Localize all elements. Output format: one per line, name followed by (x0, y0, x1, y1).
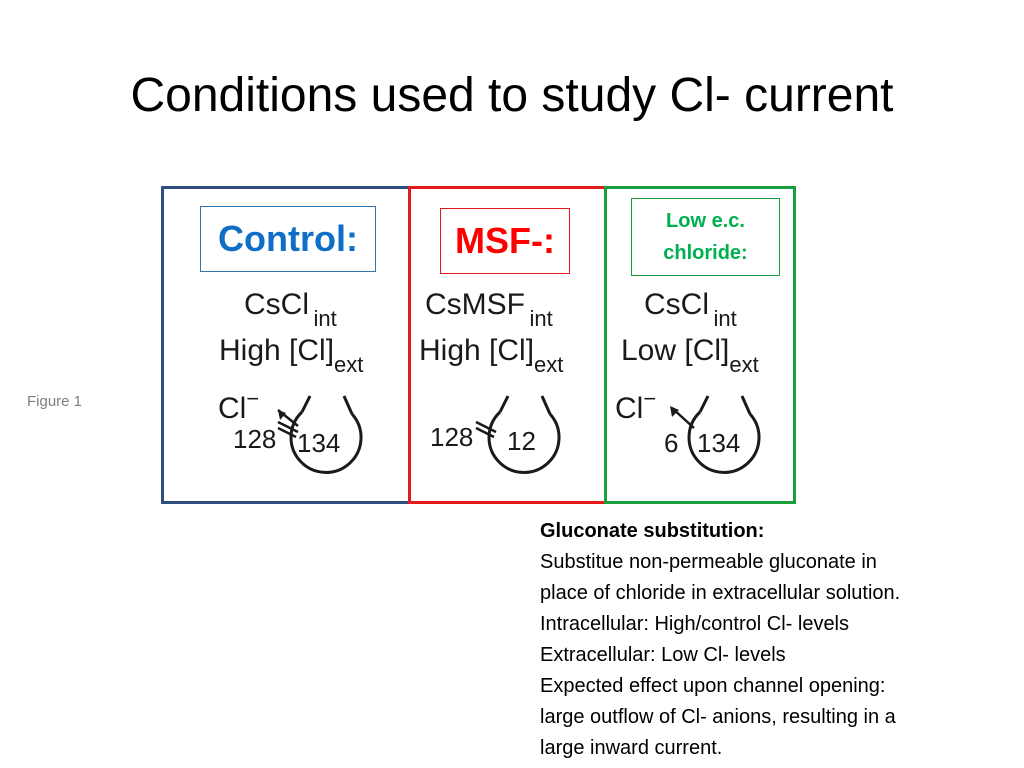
low-ec-chloride-label: Low e.c. chloride: (631, 198, 780, 276)
figure-label: Figure 1 (27, 393, 83, 410)
control-external-solution: High [Cl]ext (219, 334, 364, 377)
msf-cell-schematic (475, 395, 561, 474)
low-ec-label-line2: chloride: (663, 242, 748, 264)
caption-line: Expected effect upon channel opening: (540, 675, 886, 697)
control-internal-solution: CsCl int (244, 288, 337, 331)
low-ec-outside-value: 6 (664, 428, 679, 458)
gluconate-caption: Gluconate substitution: Substitue non-pe… (540, 516, 1010, 764)
low-ec-cell-schematic (670, 395, 761, 474)
control-inside-value: 134 (297, 428, 341, 458)
low-ec-chloride-panel (604, 186, 796, 504)
caption-line: place of chloride in extracellular solut… (540, 582, 901, 604)
control-ion-label: Cl− (218, 386, 260, 425)
caption-heading: Gluconate substitution: (540, 520, 765, 542)
low-ec-ion-label: Cl− (615, 386, 657, 425)
caption-line: Intracellular: High/control Cl- levels (540, 613, 850, 635)
msf-internal-solution: CsMSF int (425, 288, 553, 331)
slide-title: Conditions used to study Cl- current (130, 69, 894, 122)
caption-line: large outflow of Cl- anions, resulting i… (540, 706, 896, 728)
msf-label: MSF-: (440, 208, 570, 274)
low-ec-inside-value: 134 (697, 428, 741, 458)
control-cell-schematic (277, 395, 363, 474)
control-label: Control: (200, 206, 376, 272)
low-ec-external-solution: Low [Cl]ext (621, 334, 759, 377)
caption-line: large inward current. (540, 737, 723, 759)
caption-line: Extracellular: Low Cl- levels (540, 644, 786, 666)
msf-outside-value: 128 (430, 422, 474, 452)
caption-line: Substitue non-permeable gluconate in (540, 551, 877, 573)
msf-external-solution: High [Cl]ext (419, 334, 564, 377)
low-ec-internal-solution: CsCl int (644, 288, 737, 331)
msf-inside-value: 12 (507, 426, 536, 456)
control-outside-value: 128 (233, 424, 277, 454)
low-ec-label-line1: Low e.c. (666, 210, 745, 232)
